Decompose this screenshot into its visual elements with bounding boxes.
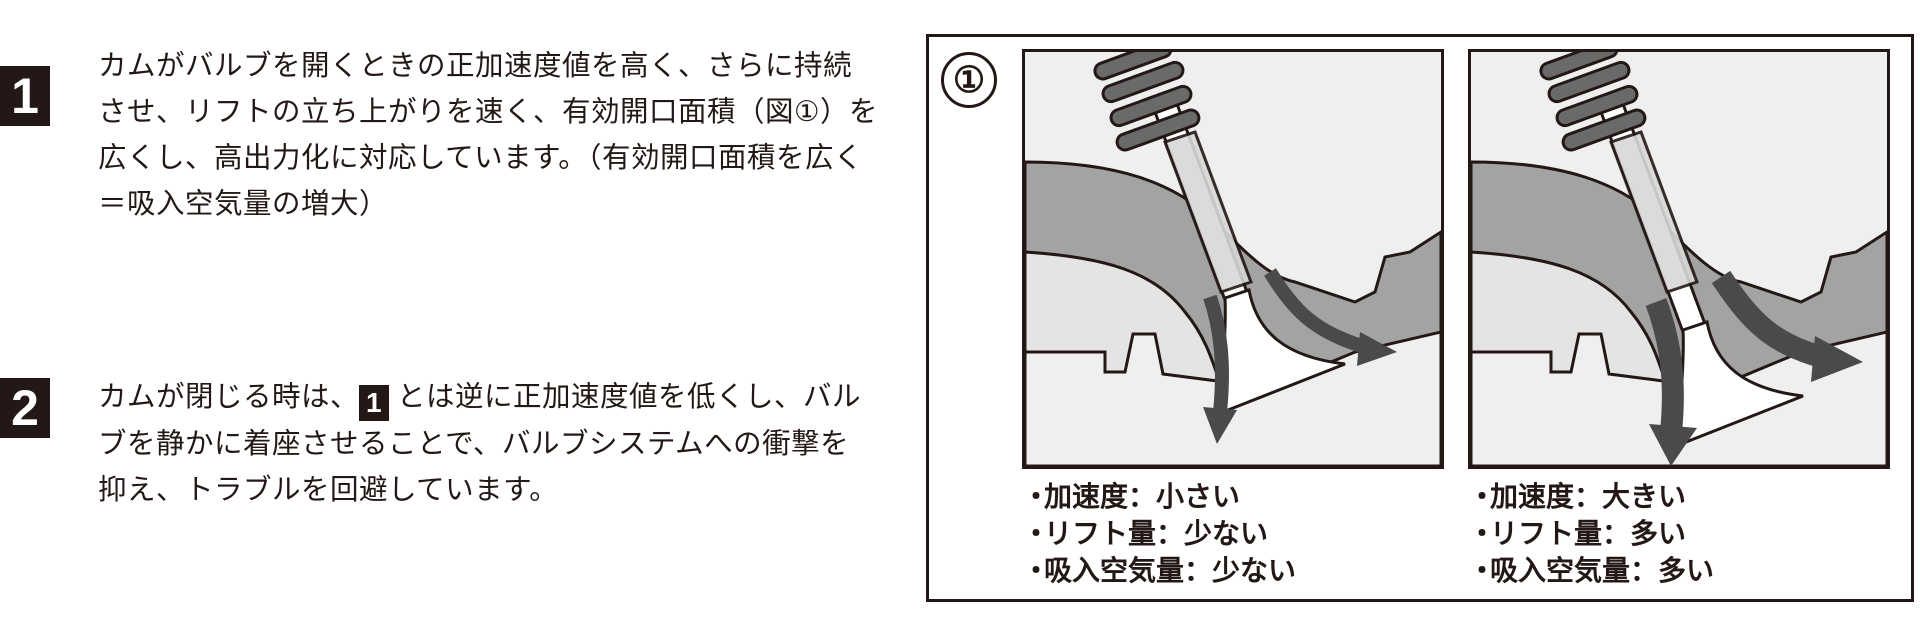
caption-item: ・吸入空気量：多い bbox=[1468, 554, 1715, 587]
caption-item: ・加速度：小さい bbox=[1022, 480, 1241, 513]
valve-guide-right bbox=[1609, 130, 1699, 294]
valve-drawing-left bbox=[1025, 52, 1441, 466]
step-1-badge: 1 bbox=[0, 66, 50, 126]
valve-spring-left bbox=[1093, 52, 1201, 152]
figure-frame bbox=[926, 34, 1914, 602]
step-2-line-1-before: カムが閉じる時は、 bbox=[98, 380, 360, 413]
airflow-arrow-right-left bbox=[1264, 268, 1368, 354]
step-1-line-2: させ、リフトの立ち上がりを速く、有効開口面積（図①）を bbox=[98, 95, 879, 128]
valve-illustration-left bbox=[1022, 49, 1444, 469]
step-2-line-2: ブを静かに着座させることで、バルブシステムへの衝撃を bbox=[98, 427, 850, 460]
step-1-line-3: 広くし、高出力化に対応しています。（有効開口面積を広く bbox=[98, 141, 864, 174]
step-1-text: カムがバルブを開くときの正加速度値を高く、さらに持続 させ、リフトの立ち上がりを… bbox=[98, 43, 888, 227]
airflow-arrow-down-right bbox=[1645, 298, 1684, 434]
caption-item: ・リフト量：少ない bbox=[1022, 517, 1269, 550]
valve-spring-right bbox=[1539, 52, 1647, 152]
step-2-line-1-after: とは逆に正加速度値を低くし、バル bbox=[397, 380, 862, 413]
caption-list-left: ・加速度：小さい ・リフト量：少ない ・吸入空気量：少ない bbox=[1022, 478, 1296, 589]
step-1-line-4: ＝吸入空気量の増大） bbox=[98, 187, 389, 220]
caption-list-right: ・加速度：大きい ・リフト量：多い ・吸入空気量：多い bbox=[1468, 478, 1714, 589]
valve-guide-left bbox=[1163, 130, 1253, 294]
valve-illustration-right bbox=[1468, 49, 1890, 469]
caption-item: ・リフト量：多い bbox=[1468, 517, 1687, 550]
step-1-line-1: カムがバルブを開くときの正加速度値を高く、さらに持続 bbox=[98, 49, 853, 82]
caption-item: ・吸入空気量：少ない bbox=[1022, 554, 1297, 587]
step-2-line-3: 抑え、トラブルを回避しています。 bbox=[98, 473, 559, 506]
step-1-reference-badge: 1 bbox=[359, 385, 390, 421]
airflow-arrow-down-left bbox=[1203, 294, 1229, 413]
airflow-arrow-right-right bbox=[1711, 270, 1825, 368]
figure-number: ① bbox=[941, 52, 997, 108]
valve-drawing-right bbox=[1471, 52, 1887, 466]
step-2-badge: 2 bbox=[0, 378, 50, 438]
caption-item: ・加速度：大きい bbox=[1468, 480, 1687, 513]
